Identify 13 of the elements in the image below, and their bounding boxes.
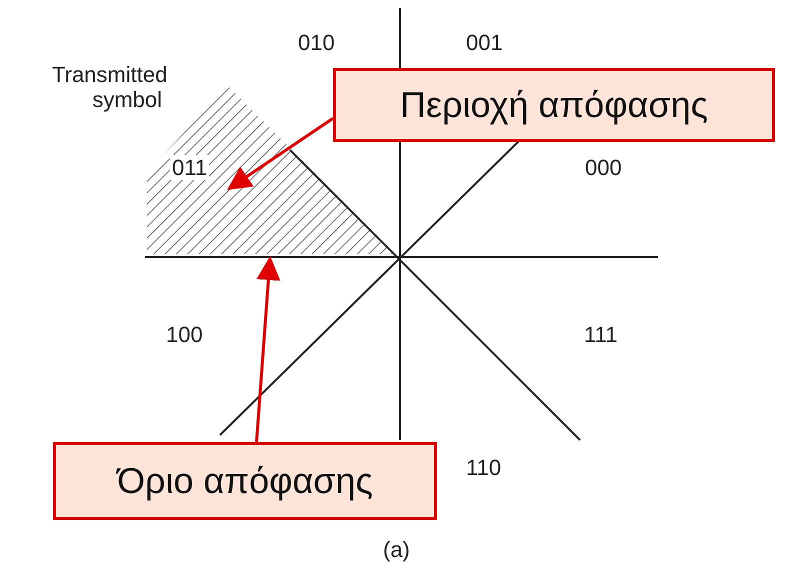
symbol-label: 100 — [166, 322, 203, 348]
symbol-label: (a) — [383, 537, 410, 562]
arrow — [255, 256, 280, 442]
symbol-label: 011 — [170, 155, 210, 180]
callout-label: Όριο απόφασης — [53, 442, 437, 520]
callout-label: Περιοχή απόφασης — [333, 68, 775, 142]
symbol-label: 110 — [466, 455, 502, 480]
symbol-label: 000 — [585, 155, 622, 180]
decision-boundary-line — [145, 256, 400, 258]
symbol-label: 001 — [466, 30, 503, 56]
symbol-label: 111 — [584, 322, 618, 348]
symbol-label: 010 — [298, 30, 335, 56]
arrow — [227, 117, 334, 190]
